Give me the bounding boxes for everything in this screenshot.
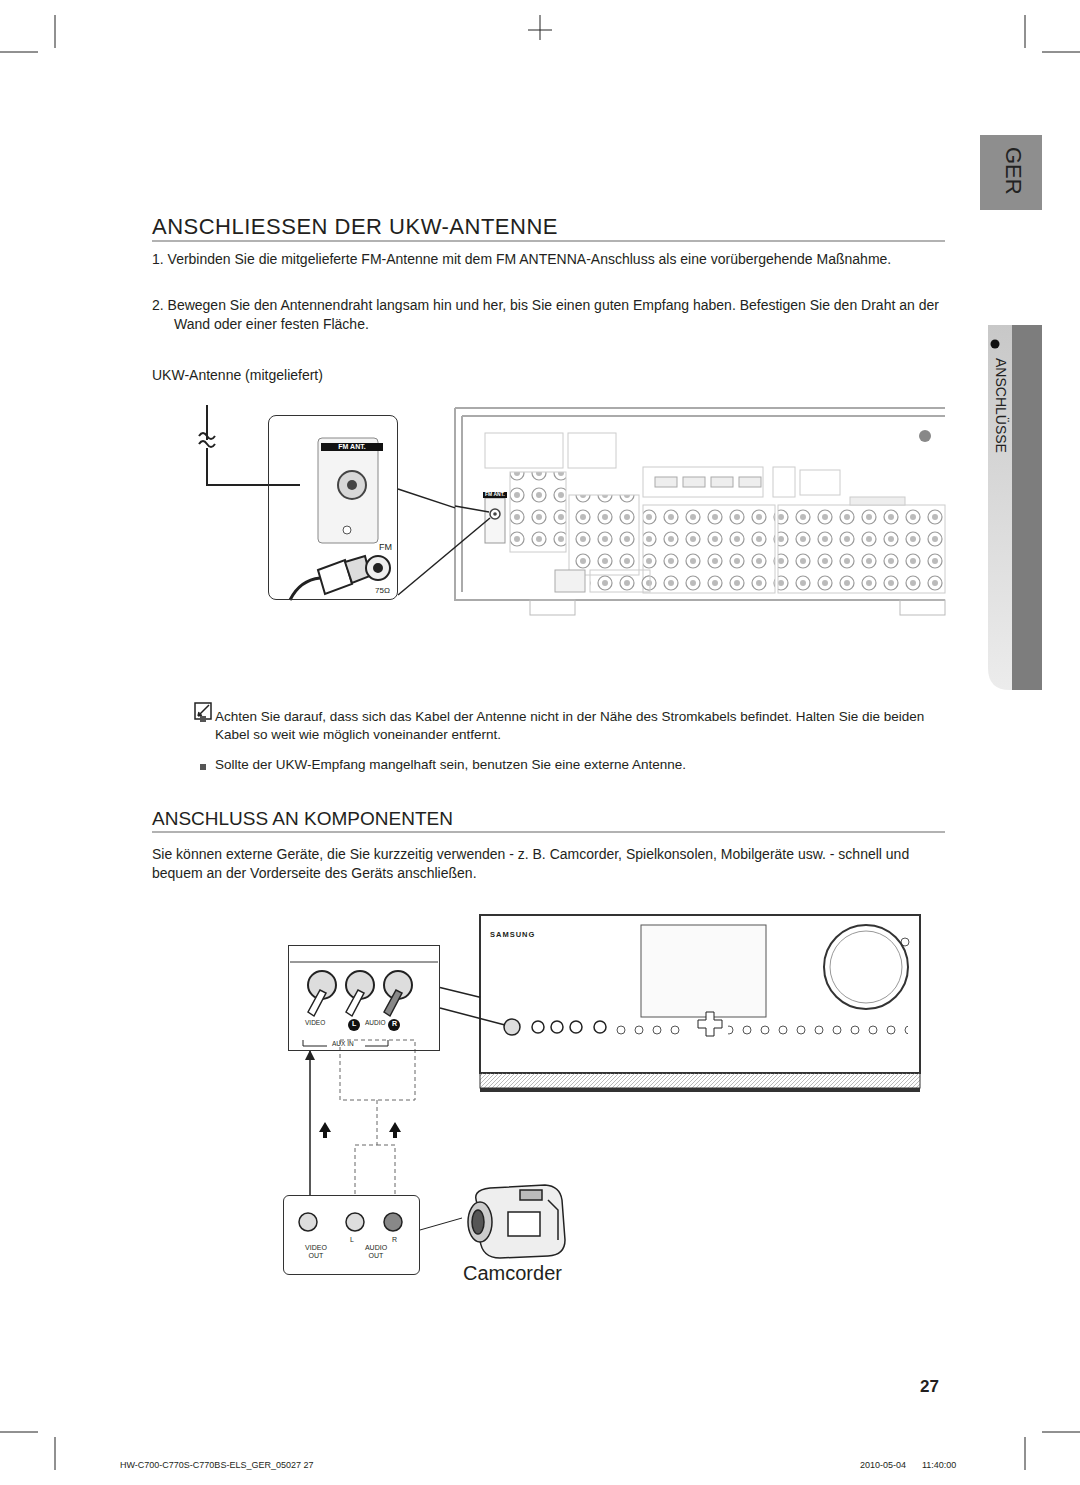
tab-dot (991, 340, 1000, 349)
leader-line (398, 518, 490, 595)
node-text: SAMSUNG (490, 931, 535, 940)
leader-line (440, 1008, 505, 1025)
zoom-box: FM ANT. FM 75Ω (268, 415, 398, 600)
receiver-front (480, 915, 920, 1092)
node-text: 75Ω (375, 586, 390, 595)
camcorder-illustration (468, 1185, 565, 1258)
receiver-rear-panel (455, 408, 945, 615)
footer-text: HW-C700-C770S-C770BS-ELS_GER_05027 27 (120, 1459, 420, 1471)
node-text: VIDEO OUT (298, 1244, 334, 1260)
ger-tab-ground (980, 135, 1042, 210)
footer-text: 2010-05-04 (860, 1459, 930, 1471)
body-text: Sie können externe Geräte, die Sie kurzz… (152, 845, 942, 883)
side-tab-dark (1012, 325, 1042, 690)
receiver-front: SAMSUNG (480, 915, 920, 1073)
heading-rule (152, 831, 945, 833)
bullet (200, 716, 206, 722)
signal-arrows (319, 1122, 401, 1138)
language-tab: GER (980, 135, 1042, 210)
screw (343, 526, 351, 534)
note-text: Achten Sie darauf, dass sich das Kabel d… (215, 708, 935, 744)
rear-panel: FM ANT. (455, 408, 945, 600)
node-text: L (352, 1020, 356, 1028)
fm-plug (290, 556, 390, 600)
side-tab-light (988, 325, 1012, 690)
leader-line (455, 506, 489, 512)
node-text: FM ANT. (321, 443, 383, 451)
fm-antenna-wire (199, 405, 300, 485)
section-heading: ANSCHLUSS AN KOMPONENTEN (152, 806, 652, 832)
figure-label: UKW-Antenne (mitgeliefert) (152, 366, 452, 385)
connector-line (440, 987, 480, 997)
node-text: AUX IN (332, 1040, 354, 1047)
node-text: FM ANT. (483, 492, 507, 498)
node-text: AUDIO OUT (358, 1244, 394, 1260)
crop-marks (0, 15, 1080, 1470)
aux-jacks (290, 962, 438, 1046)
node-text: ANSCHLÜSSE (993, 358, 1009, 453)
chapter-tab: ANSCHLÜSSE (988, 325, 1042, 690)
node-text: R (392, 1020, 397, 1028)
page-number: 27 (920, 1376, 960, 1399)
node-text: FM (379, 542, 392, 552)
bullet (200, 764, 206, 770)
fm-plate (318, 438, 378, 543)
page-heading: ANSCHLIESSEN DER UKW-ANTENNE (152, 212, 558, 242)
footer-text: 11:40:00 (922, 1459, 982, 1471)
fm-jack (338, 471, 366, 499)
audio-cable-dashed (340, 1040, 415, 1195)
node-text: R (392, 1236, 397, 1244)
camcorder-jacks (299, 1213, 462, 1231)
node-text: AUDIO (365, 1019, 386, 1026)
connector-line (398, 489, 455, 508)
zoom-box: VIDEO L AUDIO R AUX IN (288, 945, 440, 1051)
heading-rule (152, 240, 945, 242)
node-text: GER (1001, 147, 1026, 195)
output-box: VIDEO OUT L AUDIO OUTR (283, 1195, 420, 1275)
node-text: VIDEO (305, 1019, 325, 1026)
connector-line (309, 1051, 311, 1195)
note-text: Sollte der UKW-Empfang mangelhaft sein, … (215, 756, 935, 774)
fm-jack-pin (347, 480, 357, 490)
node-text: L (350, 1236, 354, 1244)
step-text: 1. Verbinden Sie die mitgelieferte FM-An… (152, 250, 964, 269)
step-text: 2. Bewegen Sie den Antennendraht langsam… (152, 296, 964, 334)
figure-label: Camcorder (463, 1260, 613, 1287)
